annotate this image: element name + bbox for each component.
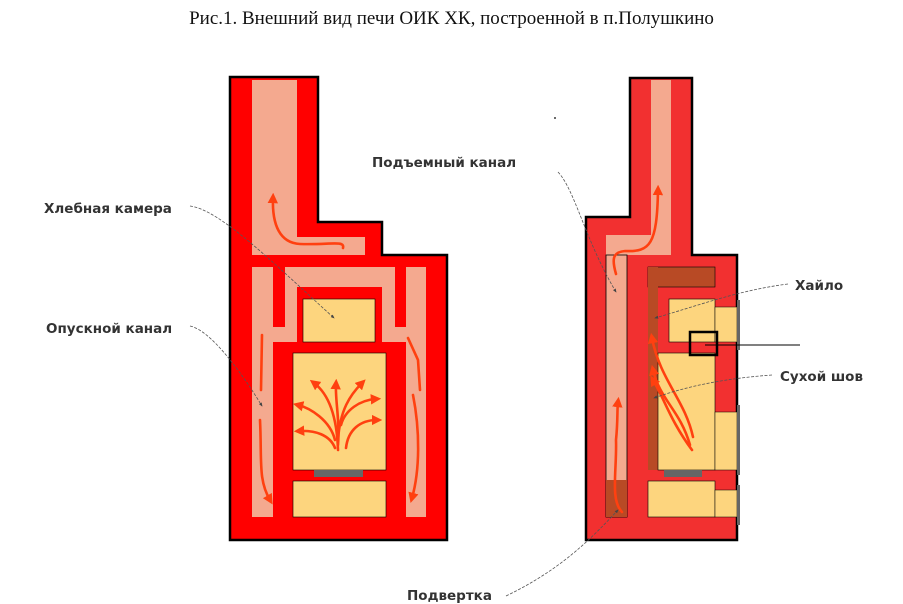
- up-channel: [605, 254, 628, 518]
- chimney-channel: [252, 80, 297, 255]
- label-dry-seam: Сухой шов: [780, 369, 863, 385]
- stove-section-view: [584, 76, 800, 542]
- label-bread-chamber: Хлебная камера: [44, 201, 172, 217]
- figure-caption: Рис.1. Внешний вид печи ОИК ХК, построен…: [189, 8, 714, 29]
- callouts: Хлебная камера Опускной канал Подъемный …: [44, 117, 863, 604]
- bread-chamber: [302, 298, 376, 343]
- ash-pit: [292, 480, 387, 518]
- label-podvertka: Подвертка: [407, 588, 492, 604]
- stove-front-view: [228, 75, 449, 542]
- label-khailo: Хайло: [795, 278, 843, 294]
- firebox: [292, 352, 387, 471]
- grate: [314, 470, 363, 477]
- label-up-channel: Подъемный канал: [372, 155, 516, 171]
- label-down-channel: Опускной канал: [46, 321, 172, 337]
- dry-seam-marker: [688, 330, 719, 357]
- khailo: [647, 266, 716, 288]
